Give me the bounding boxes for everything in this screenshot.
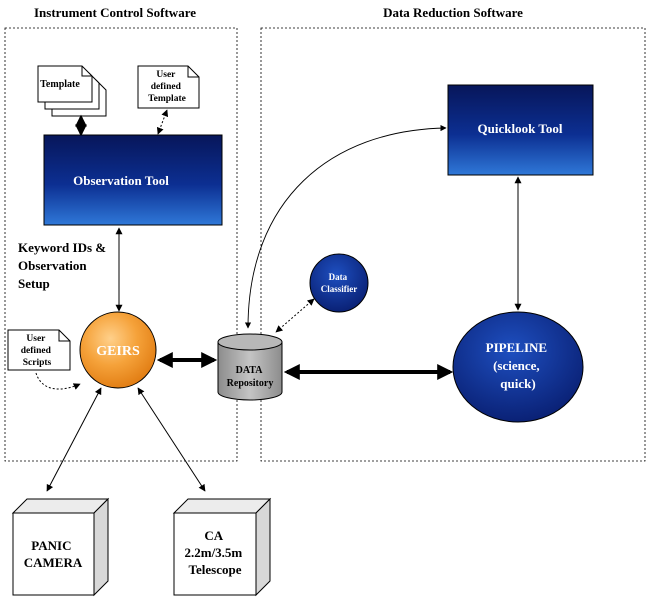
scripts-geirs-arrow: [35, 372, 81, 390]
svg-text:User defined Templ: User defined Template: [148, 70, 186, 104]
user-template-connector: [156, 109, 169, 135]
svg-text:Data Classifier: Data Classifier: [321, 272, 358, 294]
pipeline-line-2: (science,: [493, 358, 540, 373]
user-template-line-3: Template: [148, 94, 186, 104]
user-defined-scripts-document: User defined Scripts: [7, 329, 71, 371]
geirs-telescope-arrow: [137, 387, 206, 492]
instrument-control-frame: [4, 27, 238, 462]
geirs-label: GEIRS: [96, 344, 140, 359]
user-defined-template-document: User defined Template: [137, 65, 200, 109]
user-template-line-1: User: [156, 70, 176, 80]
telescope-box: CA 2.2m/3.5m Telescope: [172, 497, 272, 597]
keyword-line-3: Setup: [18, 276, 50, 291]
pipeline-line-3: quick): [500, 376, 535, 391]
user-template-line-2: defined: [151, 82, 182, 92]
quicklook-tool-box: Quicklook Tool: [447, 84, 594, 176]
data-classifier-line-1: Data: [329, 272, 348, 282]
pipeline-line-1: PIPELINE: [486, 340, 547, 355]
data-reduction-title: Data Reduction Software: [383, 5, 523, 20]
panic-camera-line-2: CAMERA: [24, 555, 83, 570]
repository-quicklook-arrow: [244, 124, 447, 329]
observation-tool-label: Observation Tool: [73, 173, 169, 188]
template-documents: Template: [37, 65, 107, 117]
classifier-repository-arrow: [275, 298, 315, 333]
geirs-camera-arrow: [46, 387, 102, 492]
quicklook-tool-label: Quicklook Tool: [478, 121, 563, 136]
repository-line-2: Repository: [227, 378, 274, 389]
telescope-line-1: CA: [204, 528, 223, 543]
user-scripts-line-3: Scripts: [23, 358, 52, 368]
telescope-line-3: Telescope: [189, 562, 242, 577]
pipeline-ellipse: PIPELINE (science, quick): [452, 311, 584, 423]
svg-text:User defined Scrip: User defined Scripts: [21, 334, 53, 368]
panic-camera-line-1: PANIC: [31, 538, 71, 553]
svg-text:CA 2.2m/3.5m Teles: CA 2.2m/3.5m Telescope: [184, 528, 245, 577]
svg-text:PANIC CAMERA: PANIC CAMERA: [24, 538, 83, 570]
svg-text:DATA Repository: DATA Repository: [227, 365, 274, 389]
template-label: Template: [40, 79, 80, 90]
svg-text:PIPELINE (science,: PIPELINE (science, quick): [486, 340, 551, 391]
user-scripts-line-2: defined: [21, 346, 52, 356]
telescope-line-2: 2.2m/3.5m: [184, 545, 242, 560]
keyword-line-2: Observation: [18, 258, 87, 273]
data-repository-cylinder: DATA Repository: [217, 333, 283, 401]
repository-line-1: DATA: [236, 365, 264, 376]
keyword-line-1: Keyword IDs &: [18, 240, 106, 255]
geirs-circle: GEIRS: [79, 311, 157, 389]
keyword-setup-label: Keyword IDs & Observation Setup: [18, 240, 109, 291]
observation-tool-box: Observation Tool: [43, 134, 223, 226]
data-classifier-line-2: Classifier: [321, 284, 358, 294]
instrument-control-title: Instrument Control Software: [34, 5, 196, 20]
panic-camera-box: PANIC CAMERA: [11, 497, 110, 597]
user-scripts-line-1: User: [26, 334, 46, 344]
data-classifier-circle: Data Classifier: [309, 253, 369, 313]
